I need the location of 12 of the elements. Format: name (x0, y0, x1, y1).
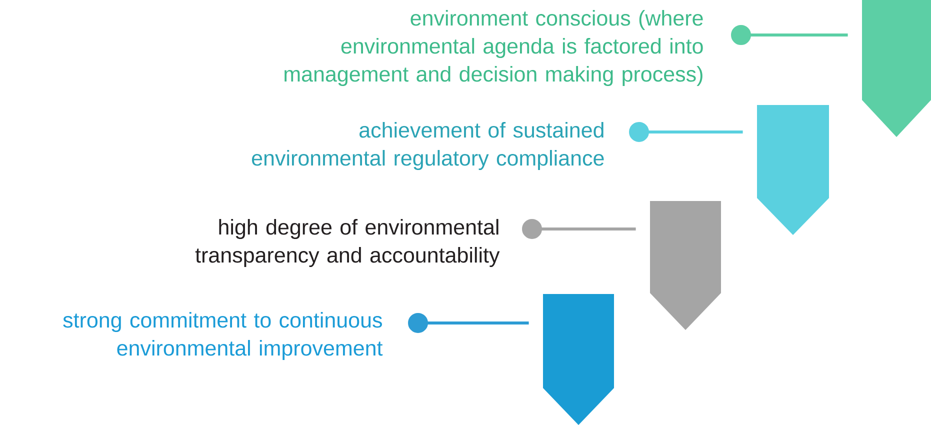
banner-shape (757, 105, 829, 235)
banner-shape (650, 200, 721, 330)
step-text: environment conscious (where environmental agenda is factored into management and decision making process) (284, 10, 703, 86)
step-text: strong commitment to continuous environmental improvement (63, 312, 383, 360)
banner-shape (543, 294, 614, 425)
step-text: high degree of environmental transparency and accountability (195, 218, 500, 268)
banner-shape (862, 0, 931, 137)
connector-line (408, 312, 529, 333)
connector-line (731, 25, 848, 45)
step-text: achievement of sustained environmental regulatory compliance (252, 122, 604, 170)
connector-line (522, 219, 636, 239)
connector-line (629, 122, 743, 142)
